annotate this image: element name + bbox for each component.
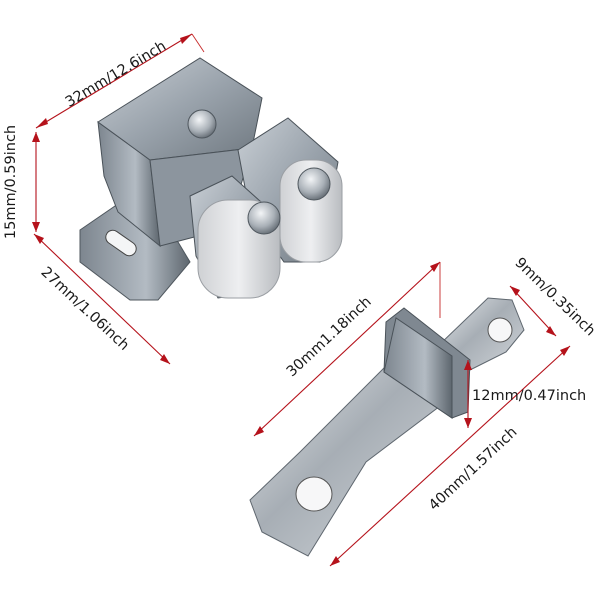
dim-line-catch-depth [33,233,171,365]
arrow-strike-length-end [560,346,570,356]
strike-tongue-face [383,317,453,419]
arrow-strike-width-end [546,326,556,336]
arrow-catch-depth-start [34,234,44,244]
label-strike-width: 9mm/0.35inch [511,255,598,339]
arrow-catch-depth-end [160,354,170,364]
arrow-catch-length-start [36,118,48,128]
arrow-strike-length-start [330,556,340,566]
arrow-strike-tongue-height-end [464,418,472,428]
arrow-catch-height-end [32,222,40,232]
roller-catch-body [79,57,343,301]
arrow-strike-tongue-length-end [430,262,440,272]
arrow-catch-length-end [180,34,192,44]
dim-line-strike-length [329,345,571,567]
arrow-strike-width-start [510,286,520,296]
catch-left-rivet-icon [247,201,281,235]
dim-line-catch-length [35,33,193,129]
strike-plate [249,297,525,557]
label-strike-tongue-length: 30mm1.18inch [284,294,375,380]
strike-lower-hole [295,476,333,512]
dimension-labels: 32mm/12.6inch 15mm/0.59inch 27mm/1.06inc… [3,38,598,514]
label-strike-length: 40mm/1.57inch [426,424,520,514]
catch-housing-top [97,57,263,161]
arrow-catch-height-start [32,132,40,142]
dim-line-strike-width [509,285,557,337]
strike-upper-hole [487,317,513,343]
catch-top-rivet-icon [187,109,217,139]
arrow-strike-tongue-length-start [254,426,264,436]
catch-flange-slot [105,229,137,257]
dimension-lines [32,33,571,567]
catch-right-rivet-icon [297,167,331,201]
ext-line-catch-length-right [191,33,205,53]
arrow-strike-tongue-height-start [464,360,472,370]
dim-line-strike-tongue-length [253,261,441,437]
label-catch-height: 15mm/0.59inch [3,125,19,239]
label-strike-tongue-height: 12mm/0.47inch [472,388,586,404]
